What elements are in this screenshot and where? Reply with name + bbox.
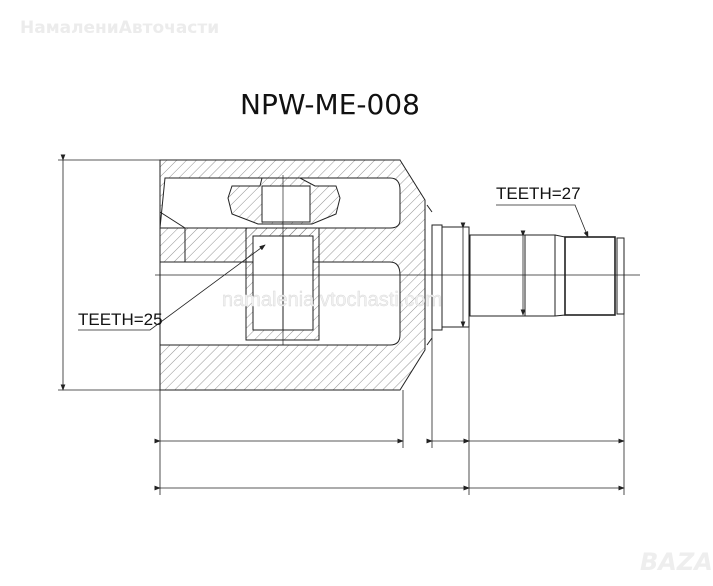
watermark-text: НамалениАвточасти	[20, 18, 220, 38]
spline-section	[564, 236, 616, 316]
bazar-logo: BAZAR	[640, 548, 713, 576]
shaft	[469, 234, 556, 317]
teeth-25-label: TEETH=25	[78, 310, 163, 329]
dimension-lines	[58, 154, 625, 495]
site-watermark: namalenia vtochasti.com	[222, 289, 442, 311]
part-number-title: NPW-ME-008	[240, 88, 420, 121]
teeth-27-label: TEETH=27	[496, 184, 581, 203]
